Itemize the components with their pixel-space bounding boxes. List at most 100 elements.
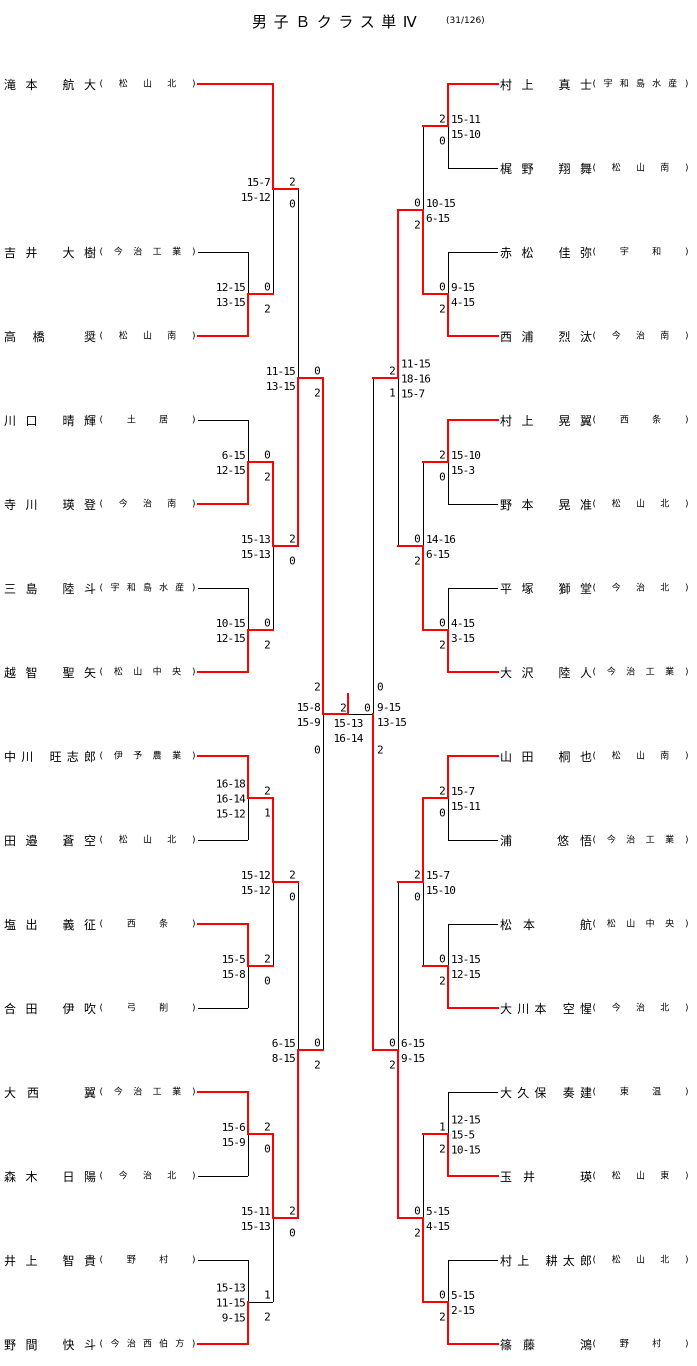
game-score: 15-13 <box>215 1281 246 1295</box>
school-char: ( <box>99 331 103 342</box>
name-char: 野 <box>500 498 513 512</box>
name-char <box>47 414 53 428</box>
name-char: 松 <box>500 918 513 932</box>
name-char <box>563 1338 569 1352</box>
school-char: 山 <box>143 79 153 90</box>
games-won-top: 2 <box>289 868 296 882</box>
games-won-bottom: 1 <box>389 386 396 400</box>
player-school: (松山北) <box>592 500 689 511</box>
game-score: 13-15 <box>377 716 407 729</box>
name-char: 平 <box>500 582 513 596</box>
games-won-top: 1 <box>264 1288 271 1302</box>
school-char: 予 <box>133 751 143 762</box>
school-char: ( <box>592 835 596 846</box>
school-char: 業 <box>172 751 182 762</box>
name-char <box>543 246 549 260</box>
name-char: 陸 <box>62 582 75 596</box>
name-char: 上 <box>25 1254 38 1268</box>
school-char: 野 <box>126 1255 136 1266</box>
game-score: 15-13 <box>240 548 271 561</box>
player-name: 浦 悠悟 <box>500 834 592 848</box>
name-char: 吉 <box>4 246 17 260</box>
school-char: 宇 <box>619 247 629 258</box>
school-char: 和 <box>126 583 136 594</box>
name-char: 橋 <box>32 330 45 344</box>
school-char: 松 <box>611 1255 621 1266</box>
game-score: 13-15 <box>265 380 296 393</box>
name-char: 藤 <box>523 1338 536 1352</box>
school-char: 今 <box>611 1003 621 1014</box>
school-char: 水 <box>652 79 662 90</box>
school-char: ( <box>99 583 103 594</box>
game-score: 15-7 <box>401 387 425 401</box>
school-char: 北 <box>660 1255 670 1266</box>
name-char <box>543 330 549 344</box>
school-char: ) <box>684 499 689 510</box>
player-school: (松山北) <box>592 1256 689 1267</box>
school-char: 工 <box>645 667 655 678</box>
name-char: 山 <box>500 750 513 764</box>
name-char: 島 <box>25 582 38 596</box>
name-char <box>546 1170 552 1184</box>
name-char: 陽 <box>84 1170 97 1184</box>
name-char: 斗 <box>84 582 97 596</box>
name-char: 滝 <box>4 78 17 92</box>
games-won-bottom: 2 <box>314 386 321 400</box>
game-score: 15-13 <box>333 717 363 730</box>
game-score: 10-15 <box>215 617 246 630</box>
school-char: ( <box>592 1255 596 1266</box>
game-score: 6-15 <box>271 1037 296 1050</box>
game-score: 12-15 <box>451 1113 481 1127</box>
games-won-bottom: 0 <box>414 890 421 904</box>
name-char: 晃 <box>558 498 571 512</box>
games-won-top: 2 <box>264 1120 271 1134</box>
name-char: 三 <box>4 582 17 596</box>
name-char <box>552 1086 558 1100</box>
name-char: 田 <box>4 834 17 848</box>
school-char: 山 <box>626 919 636 930</box>
name-char: 上 <box>517 1254 530 1268</box>
name-char: 上 <box>521 414 534 428</box>
school-char: ) <box>684 247 689 258</box>
name-char: 大 <box>500 666 513 680</box>
games-won-bottom: 2 <box>439 974 446 988</box>
game-score: 6-15 <box>401 1037 425 1050</box>
name-char <box>523 834 529 848</box>
player-school: (松山南) <box>592 164 689 175</box>
game-score: 11-15 <box>215 1296 246 1310</box>
name-char: 大 <box>84 78 97 92</box>
school-char: 北 <box>660 499 670 510</box>
school-char: 治 <box>126 1339 136 1350</box>
school-char: 松 <box>611 163 621 174</box>
school-char: 今 <box>118 499 128 510</box>
name-char: 梶 <box>500 162 513 176</box>
name-char: 晃 <box>558 414 571 428</box>
school-char: 山 <box>636 1171 646 1182</box>
game-score: 10-15 <box>451 1143 481 1157</box>
games-won-top: 0 <box>439 280 446 294</box>
name-char <box>47 834 53 848</box>
school-char: ) <box>191 919 196 930</box>
name-char <box>47 1002 53 1016</box>
name-char: 航 <box>62 78 75 92</box>
name-char: 川 <box>25 498 38 512</box>
school-char: 松 <box>611 499 621 510</box>
school-char: 今 <box>118 1171 128 1182</box>
school-char: 治 <box>636 583 646 594</box>
school-char: 南 <box>660 163 670 174</box>
name-char <box>47 1338 53 1352</box>
games-won-bottom: 2 <box>377 743 384 757</box>
game-score: 13-15 <box>215 296 246 309</box>
games-won-top: 2 <box>289 1204 296 1218</box>
games-won-top: 2 <box>389 364 396 378</box>
name-char: 晴 <box>62 414 75 428</box>
school-char: ( <box>99 667 103 678</box>
name-char: 也 <box>580 750 593 764</box>
school-char: 条 <box>159 919 169 930</box>
name-char: 陸 <box>558 666 571 680</box>
